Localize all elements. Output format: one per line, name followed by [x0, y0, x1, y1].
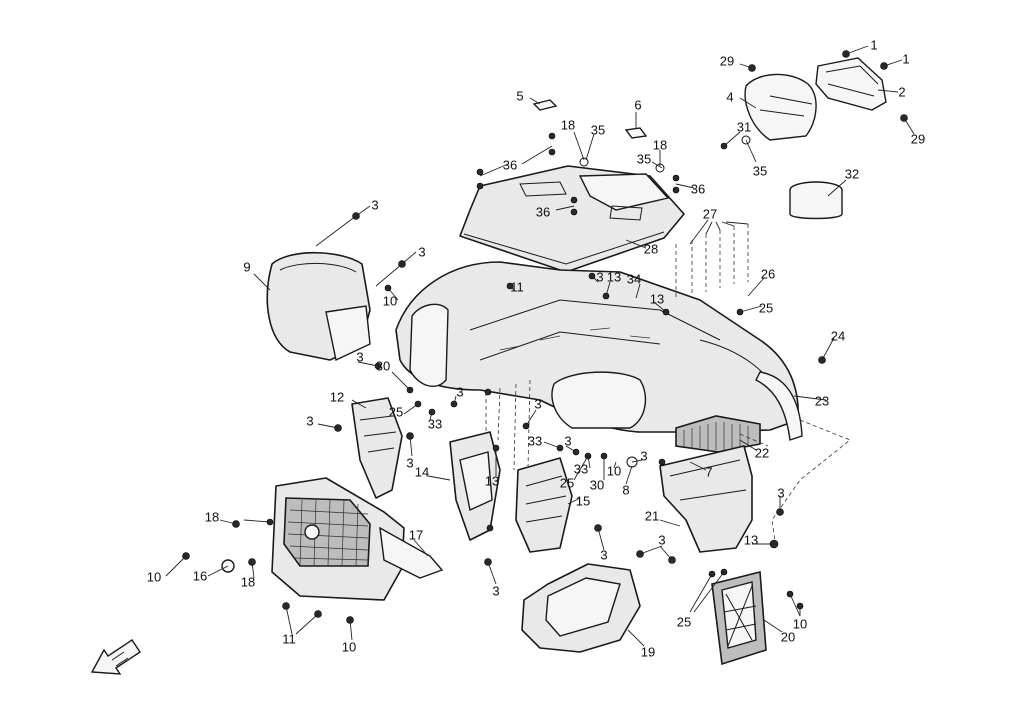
part-callout-19: 19 — [641, 644, 655, 659]
part-callout-7: 7 — [705, 464, 712, 479]
part-callout-18: 18 — [205, 509, 219, 524]
part-callout-23: 23 — [815, 393, 829, 408]
part-callout-8: 8 — [622, 482, 629, 497]
part-callout-3: 3 — [406, 455, 413, 470]
part-callout-22: 22 — [755, 445, 769, 460]
part-callout-3: 3 — [492, 583, 499, 598]
fasteners — [182, 50, 908, 624]
part-callout-10: 10 — [607, 463, 621, 478]
part-callout-3: 3 — [306, 413, 313, 428]
part-callout-2: 2 — [898, 84, 905, 99]
headlight-housing — [744, 73, 817, 141]
part-callout-13: 13 — [607, 269, 621, 284]
part-callout-33: 33 — [528, 433, 542, 448]
part-callout-36: 36 — [691, 181, 705, 196]
bracket-part-6 — [624, 127, 648, 139]
part-callout-3: 3 — [600, 547, 607, 562]
part-callout-3: 3 — [534, 396, 541, 411]
part-callout-3: 3 — [564, 433, 571, 448]
part-callout-26: 26 — [761, 266, 775, 281]
part-callout-29: 29 — [720, 53, 734, 68]
part-callout-6: 6 — [634, 97, 641, 112]
part-callout-13: 13 — [485, 473, 499, 488]
part-callout-5: 5 — [516, 88, 523, 103]
part-callout-28: 28 — [644, 241, 658, 256]
part-callout-32: 32 — [845, 166, 859, 181]
part-callout-3: 3 — [418, 244, 425, 259]
part-callout-3: 3 — [596, 269, 603, 284]
part-callout-11: 11 — [510, 279, 524, 294]
part-callout-33: 33 — [574, 461, 588, 476]
mud-flap — [711, 570, 767, 666]
part-callout-4: 4 — [726, 89, 733, 104]
part-callout-10: 10 — [342, 639, 356, 654]
rear-fender-liner — [755, 371, 803, 441]
front-direction-arrow-icon — [90, 639, 141, 675]
part-callout-35: 35 — [637, 151, 651, 166]
part-callout-34: 34 — [627, 271, 641, 286]
part-callout-10: 10 — [383, 293, 397, 308]
part-callout-33: 33 — [428, 416, 442, 431]
skid-plate — [521, 563, 641, 653]
inner-panel-14 — [449, 431, 501, 541]
part-callout-12: 12 — [330, 389, 344, 404]
part-callout-30: 30 — [376, 358, 390, 373]
part-callout-29: 29 — [911, 131, 925, 146]
part-callout-20: 20 — [781, 629, 795, 644]
part-callout-25: 25 — [759, 300, 773, 315]
part-callout-3: 3 — [456, 384, 463, 399]
part-callout-16: 16 — [193, 568, 207, 583]
part-callout-18: 18 — [241, 574, 255, 589]
part-callout-25: 25 — [389, 404, 403, 419]
part-callout-17: 17 — [409, 527, 423, 542]
part-callout-30: 30 — [590, 477, 604, 492]
part-callout-35: 35 — [753, 163, 767, 178]
part-callout-25: 25 — [560, 475, 574, 490]
part-callout-36: 36 — [536, 204, 550, 219]
main-body-fender — [395, 261, 800, 433]
inner-panel-12 — [351, 397, 403, 499]
fastener-ring — [789, 181, 843, 220]
part-callout-21: 21 — [645, 508, 659, 523]
front-grille — [271, 477, 444, 601]
part-callout-25: 25 — [677, 614, 691, 629]
part-callout-24: 24 — [831, 328, 845, 343]
part-callout-3: 3 — [371, 197, 378, 212]
top-cover-panel — [459, 165, 685, 273]
part-callout-10: 10 — [147, 569, 161, 584]
part-callout-14: 14 — [415, 464, 429, 479]
part-callout-36: 36 — [503, 157, 517, 172]
assembly-lines — [485, 224, 851, 549]
inner-panel-15 — [515, 457, 573, 553]
headlight-bracket — [815, 57, 887, 111]
part-callout-3: 3 — [658, 532, 665, 547]
part-callout-31: 31 — [737, 119, 751, 134]
part-callout-13: 13 — [744, 532, 758, 547]
part-callout-3: 3 — [640, 448, 647, 463]
part-callout-15: 15 — [576, 493, 590, 508]
part-callout-9: 9 — [243, 259, 250, 274]
part-callout-27: 27 — [703, 206, 717, 221]
front-shield — [266, 251, 371, 362]
part-callout-18: 18 — [653, 137, 667, 152]
part-callout-3: 3 — [356, 349, 363, 364]
part-callout-1: 1 — [870, 37, 877, 52]
part-callout-10: 10 — [793, 616, 807, 631]
leader-lines — [165, 45, 915, 647]
rear-grille-22 — [675, 415, 761, 453]
part-callout-1: 1 — [902, 51, 909, 66]
part-callout-35: 35 — [591, 122, 605, 137]
side-guard-21 — [659, 445, 753, 553]
part-callout-11: 11 — [282, 631, 296, 646]
part-callout-18: 18 — [561, 117, 575, 132]
part-callout-13: 13 — [650, 291, 664, 306]
bracket-part-5 — [532, 99, 558, 111]
part-callout-3: 3 — [777, 485, 784, 500]
